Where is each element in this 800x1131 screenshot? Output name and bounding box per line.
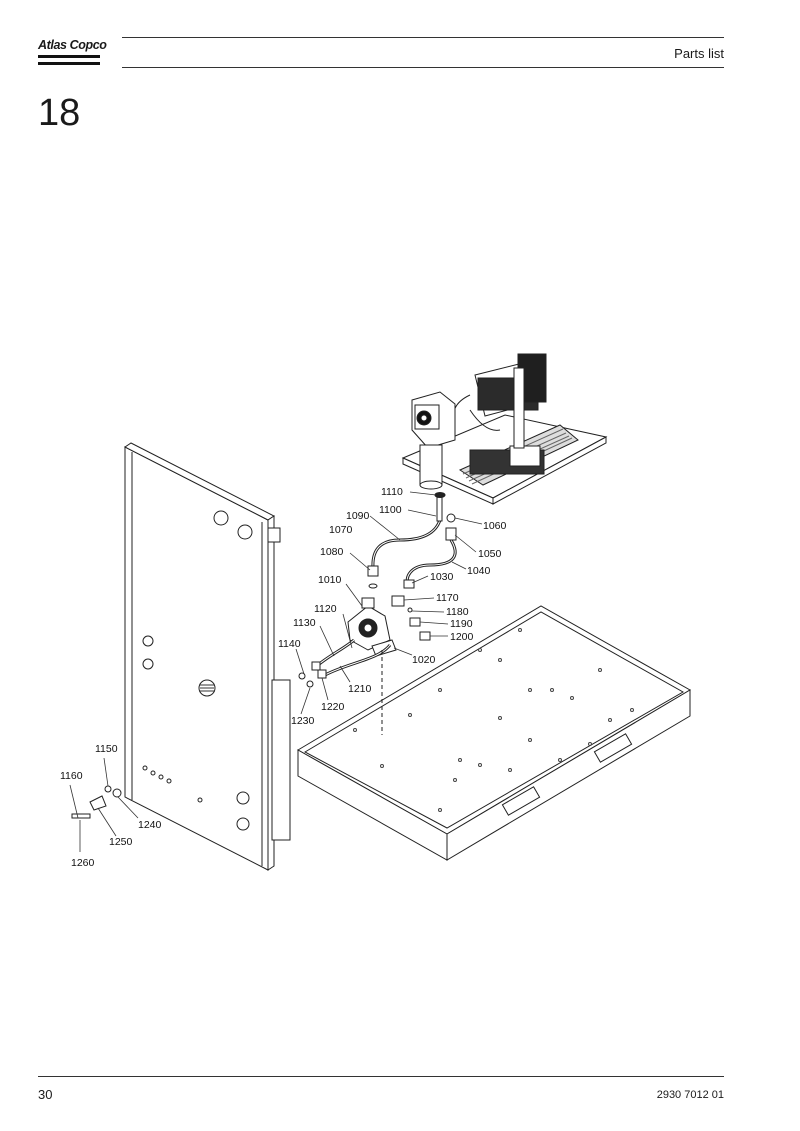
base-frame bbox=[297, 605, 691, 861]
section-number: 18 bbox=[38, 92, 81, 134]
document-title: Parts list bbox=[674, 46, 724, 61]
header-rule-top bbox=[122, 37, 724, 38]
callout-1170: 1170 bbox=[436, 592, 459, 604]
callout-1010: 1010 bbox=[318, 574, 342, 586]
callout-1230: 1230 bbox=[291, 715, 315, 727]
callout-1210: 1210 bbox=[348, 683, 372, 695]
callout-1250: 1250 bbox=[109, 836, 133, 848]
pump-and-hoses bbox=[71, 492, 457, 819]
callout-1180: 1180 bbox=[446, 606, 469, 618]
leader-lines bbox=[69, 491, 483, 852]
callout-1130: 1130 bbox=[293, 617, 316, 629]
callout-1060: 1060 bbox=[483, 520, 507, 532]
callout-1120: 1120 bbox=[314, 603, 337, 615]
callout-1260: 1260 bbox=[71, 857, 95, 869]
callout-1220: 1220 bbox=[321, 701, 345, 713]
callout-1240: 1240 bbox=[138, 819, 162, 831]
side-panel bbox=[124, 442, 291, 871]
callout-1030: 1030 bbox=[430, 571, 454, 583]
logo-bar-bottom bbox=[38, 62, 100, 65]
heat-exchanger-assembly bbox=[401, 353, 608, 505]
atlas-copco-logo: Atlas Copco bbox=[38, 38, 107, 68]
callout-1070: 1070 bbox=[329, 524, 353, 536]
callout-1050: 1050 bbox=[478, 548, 502, 560]
callout-1110: 1110 bbox=[381, 486, 403, 498]
callout-1190: 1190 bbox=[450, 618, 473, 630]
callout-1080: 1080 bbox=[320, 546, 344, 558]
callout-labels: 1110 1100 1060 1090 1070 1050 1080 1040 … bbox=[60, 486, 507, 869]
callout-1040: 1040 bbox=[467, 565, 491, 577]
logo-bar-top bbox=[38, 55, 100, 58]
callout-1020: 1020 bbox=[412, 654, 436, 666]
callout-1160: 1160 bbox=[60, 770, 83, 782]
footer-rule bbox=[38, 1076, 724, 1077]
brand-wordmark: Atlas Copco bbox=[38, 38, 107, 52]
page-number: 30 bbox=[38, 1087, 53, 1102]
callout-1140: 1140 bbox=[278, 638, 301, 650]
callout-1100: 1100 bbox=[379, 504, 402, 516]
document-number: 2930 7012 01 bbox=[656, 1089, 724, 1101]
callout-1090: 1090 bbox=[346, 510, 370, 522]
callout-1200: 1200 bbox=[450, 631, 474, 643]
header-rule-bottom bbox=[122, 67, 724, 68]
callout-1150: 1150 bbox=[95, 743, 118, 755]
